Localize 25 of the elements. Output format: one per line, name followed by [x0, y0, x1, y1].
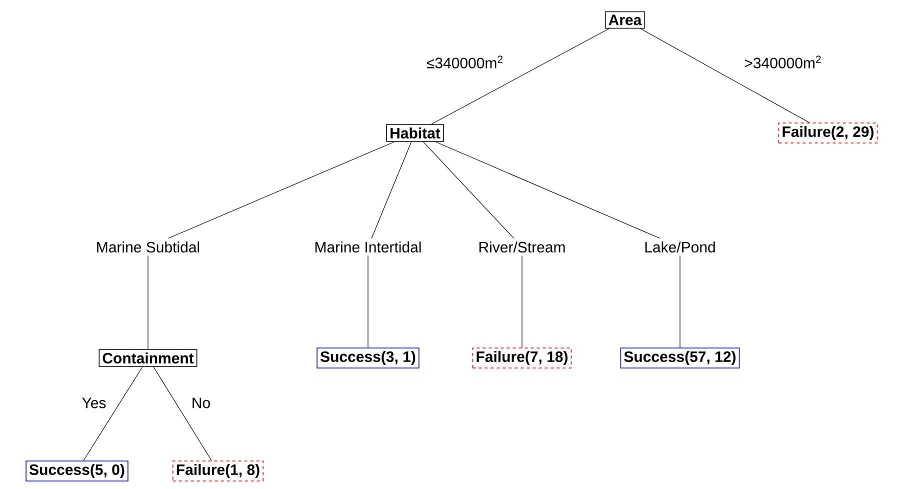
branch-line: [83, 366, 143, 461]
branch-line: [640, 28, 810, 123]
decision-box: Habitat: [386, 124, 444, 142]
branch-text: Marine Intertidal: [315, 241, 421, 252]
branch-line: [431, 28, 610, 124]
branch-line: [371, 142, 412, 239]
decision-box: Area: [604, 11, 646, 29]
edge-label: >340000m$^{2}$: [743, 54, 823, 70]
branch-line: [168, 142, 394, 239]
edge-label: No: [190, 396, 212, 410]
failure-box: Failure(2, 29): [778, 122, 878, 144]
branch-text: River/Stream: [479, 241, 565, 252]
branch-text: Marine Subtidal: [97, 241, 200, 252]
success-box: Success(5, 0): [26, 460, 128, 482]
branch-line: [153, 366, 212, 461]
success-box: Success(57, 12): [620, 348, 740, 368]
branch-line: [423, 142, 514, 239]
branch-text: Lake/Pond: [645, 241, 715, 252]
edge-label: Yes: [80, 396, 108, 410]
branch-line: [435, 142, 660, 239]
decision-box: Containment: [98, 349, 198, 367]
edge-label: ≤340000m$^{2}$: [425, 54, 505, 70]
failure-box: Failure(7, 18): [472, 348, 572, 368]
success-box: Success(3, 1): [316, 348, 420, 368]
failure-box: Failure(1, 8): [172, 460, 264, 482]
